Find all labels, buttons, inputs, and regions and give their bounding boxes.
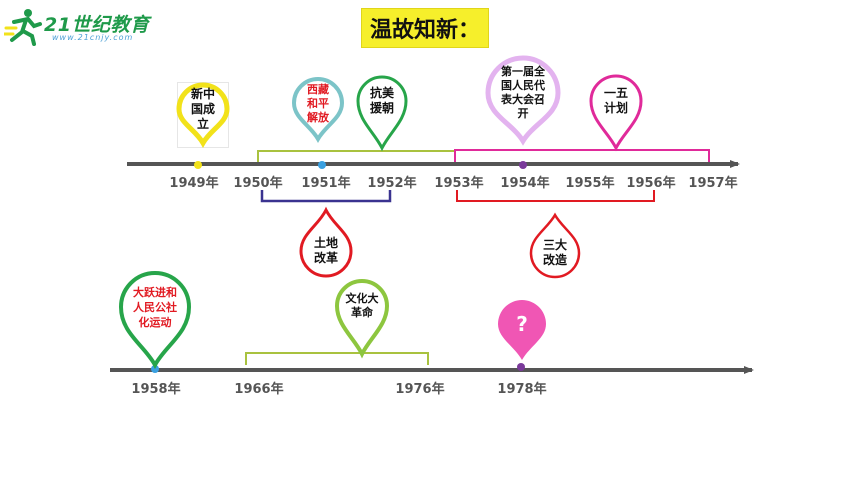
- event-pin-korea: 抗美 援朝: [355, 74, 409, 152]
- event-label: 大跃进和 人民公社 化运动: [133, 285, 177, 329]
- bracket-land-reform: [260, 190, 392, 203]
- logo-sub-text: www.21cnjy.com: [52, 33, 134, 42]
- year-label: 1954年: [500, 176, 550, 191]
- year-label: 1976年: [395, 382, 445, 397]
- page-title: 温故知新：: [361, 8, 489, 48]
- year-label: 1966年: [234, 382, 284, 397]
- bracket-cultural-revolution: [245, 352, 429, 365]
- event-pin-tibet: 西藏 和平 解放: [291, 76, 345, 144]
- event-label: 一五 计划: [603, 86, 628, 115]
- year-label: 1950年: [233, 176, 283, 191]
- event-pin-npc: 第一届全 国人民代 表大会召 开: [484, 55, 562, 146]
- year-label: 1978年: [497, 382, 547, 397]
- event-label: 文化大 革命: [345, 292, 379, 319]
- event-label: 三大 改造: [542, 238, 567, 267]
- event-pin-founding: 新中 国成 立: [175, 82, 231, 149]
- event-label: 新中 国成 立: [190, 86, 215, 131]
- year-label: 1955年: [565, 176, 615, 191]
- event-pin-cultural-revolution: 文化大 革命: [334, 278, 390, 359]
- logo-main-text: 21世纪教育: [44, 14, 150, 36]
- dot-1978: [517, 363, 525, 371]
- site-logo: 21世纪教育 www.21cnjy.com: [4, 6, 154, 46]
- bracket-three-transformations: [456, 190, 655, 202]
- year-label: 1949年: [169, 176, 219, 191]
- event-label: 土地 改革: [313, 236, 338, 265]
- year-label: 1951年: [301, 176, 351, 191]
- year-label: 1953年: [434, 176, 484, 191]
- event-pin-land-reform: 土地 改革: [298, 206, 354, 278]
- dot-1954: [519, 161, 527, 169]
- year-label: 1952年: [367, 176, 417, 191]
- dot-1949: [194, 161, 202, 169]
- event-pin-three-transformations: 三大 改造: [528, 211, 582, 279]
- question-mark: ?: [516, 311, 528, 336]
- year-label: 1956年: [626, 176, 676, 191]
- bracket-1950-1953: [257, 150, 456, 162]
- event-pin-great-leap: 大跃进和 人民公社 化运动: [117, 267, 193, 370]
- year-label: 1958年: [131, 382, 181, 397]
- event-pin-unknown: ?: [496, 298, 548, 362]
- runner-icon: [4, 9, 42, 46]
- dot-1951: [318, 161, 326, 169]
- event-label: 第一届全 国人民代 表大会召 开: [501, 65, 545, 120]
- event-pin-five-year: 一五 计划: [588, 74, 644, 152]
- year-label: 1957年: [688, 176, 738, 191]
- bracket-1953-1957: [454, 149, 710, 162]
- event-label: 西藏 和平 解放: [307, 83, 329, 124]
- event-label: 抗美 援朝: [369, 86, 394, 115]
